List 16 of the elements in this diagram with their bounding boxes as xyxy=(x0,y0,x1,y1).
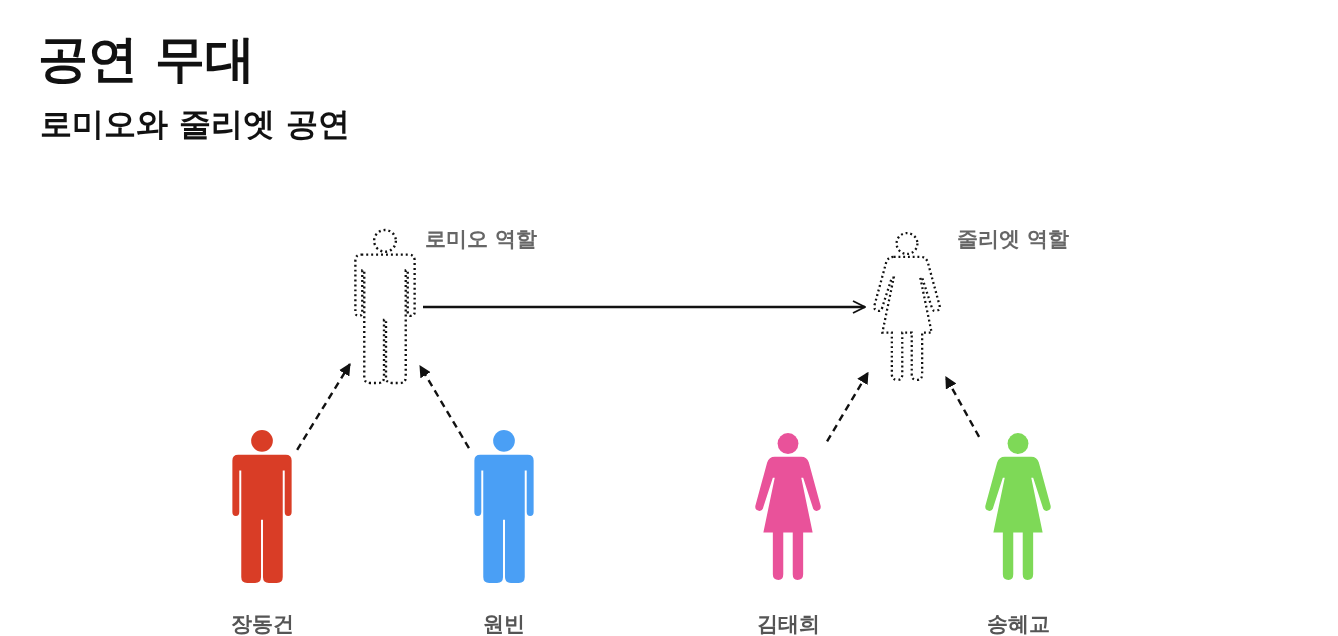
person-figure xyxy=(230,428,294,586)
subtitle: 로미오와 줄리엣 공연 xyxy=(40,104,351,145)
arrow xyxy=(423,300,866,314)
arrow xyxy=(944,376,981,438)
person-name: 원빈 xyxy=(483,611,525,636)
arrow xyxy=(419,364,470,449)
arrow xyxy=(296,363,351,451)
dotted-person-outline xyxy=(353,228,417,386)
person-name: 김태희 xyxy=(756,611,820,636)
person-figure xyxy=(472,428,536,586)
role-label: 줄리엣 역할 xyxy=(957,226,1070,253)
title: 공연 무대 xyxy=(38,29,256,90)
person-name: 송혜교 xyxy=(986,611,1050,636)
role-label: 로미오 역할 xyxy=(425,226,538,253)
arrow xyxy=(826,371,869,442)
person-name: 장동건 xyxy=(230,611,294,636)
